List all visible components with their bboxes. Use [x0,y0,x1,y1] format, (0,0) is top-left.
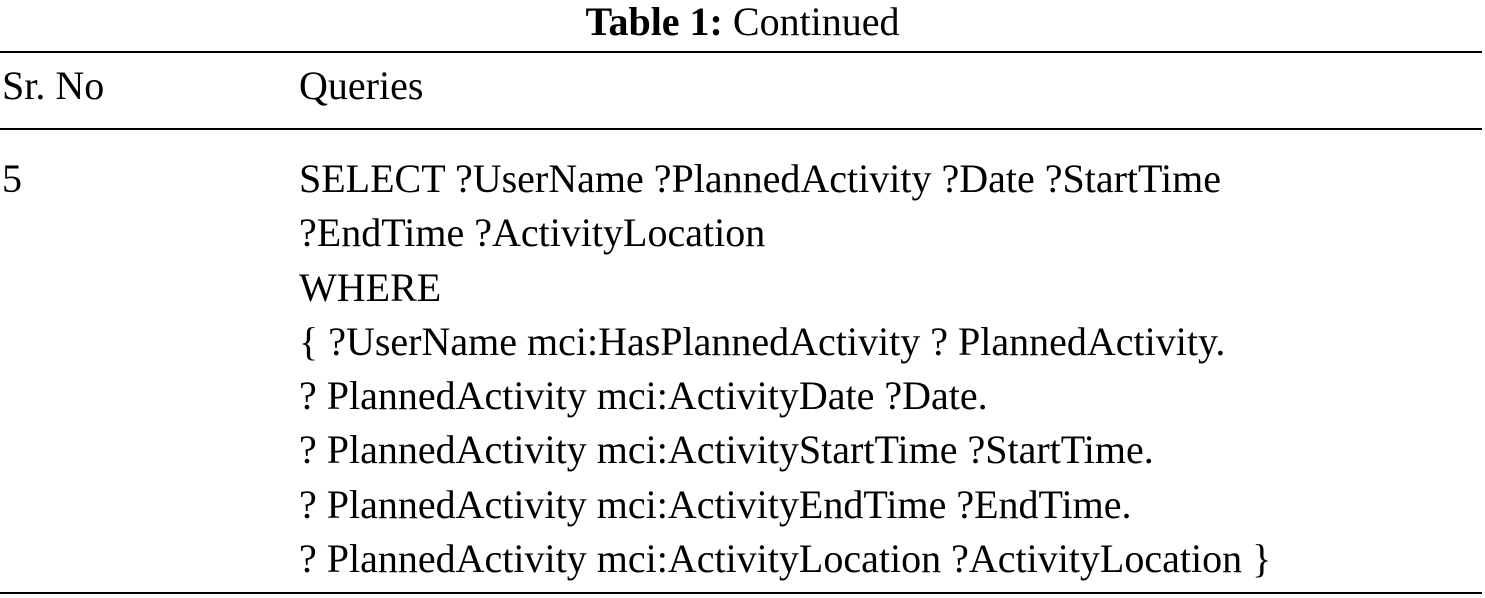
query-line: ? PlannedActivity mci:ActivityStartTime … [299,427,1154,473]
table-caption-text: Continued [722,0,900,44]
query-line: ? PlannedActivity mci:ActivityLocation ?… [299,536,1272,582]
query-line: SELECT ?UserName ?PlannedActivity ?Date … [299,156,1222,201]
table-top-rule [0,51,1482,53]
query-line: ?EndTime ?ActivityLocation [299,210,766,256]
header-queries: Queries [299,63,424,108]
row-sr-no: 5 [2,156,22,201]
table-bottom-rule [0,592,1482,594]
header-sr-no: Sr. No [2,63,105,108]
query-line: ? PlannedActivity mci:ActivityDate ?Date… [299,373,988,419]
row-query: SELECT ?UserName ?PlannedActivity ?Date … [299,152,1271,586]
table-caption-label: Table 1: [585,0,723,44]
table-caption: Table 1: Continued [0,0,1485,44]
query-line: { ?UserName mci:HasPlannedActivity ? Pla… [299,318,1226,364]
query-line: ? PlannedActivity mci:ActivityEndTime ?E… [299,481,1132,527]
table-header-rule [0,128,1482,130]
query-line: WHERE [299,264,442,310]
